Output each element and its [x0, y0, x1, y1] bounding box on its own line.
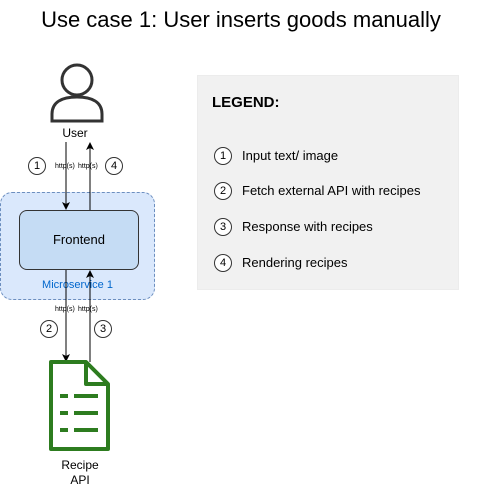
- step-badge: 2: [40, 320, 58, 338]
- recipe-api-label-line2: API: [70, 473, 90, 487]
- legend-item-text: Rendering recipes: [242, 255, 348, 270]
- legend-title: LEGEND:: [212, 94, 280, 111]
- step-badge: 2: [214, 182, 232, 200]
- step-badge: 3: [214, 218, 232, 236]
- protocol-label: http(s): [55, 163, 75, 170]
- document-icon: [49, 360, 110, 451]
- user-label: User: [62, 126, 88, 140]
- legend-item-text: Input text/ image: [242, 148, 339, 163]
- recipe-api-label: Recipe API: [40, 458, 120, 488]
- step-badge: 1: [214, 147, 232, 165]
- legend-item-text: Response with recipes: [242, 219, 373, 234]
- step-badge: 3: [94, 320, 112, 338]
- legend-panel: LEGEND: 1 Input text/ image 2 Fetch exte…: [197, 75, 459, 290]
- protocol-label: http(s): [78, 163, 98, 170]
- step-badge: 4: [105, 157, 123, 175]
- recipe-api-label-line1: Recipe: [61, 458, 99, 472]
- protocol-label: http(s): [55, 306, 75, 313]
- step-badge: 4: [214, 254, 232, 272]
- microservice-label: Microservice 1: [42, 279, 113, 291]
- frontend-label: Frontend: [52, 232, 106, 247]
- frontend-node: Frontend: [19, 210, 139, 270]
- diagram-title: Use case 1: User inserts goods manually: [41, 7, 441, 32]
- user-icon: [50, 63, 104, 123]
- legend-item-text: Fetch external API with recipes: [242, 183, 421, 198]
- protocol-label: http(s): [78, 306, 98, 313]
- step-badge: 1: [28, 157, 46, 175]
